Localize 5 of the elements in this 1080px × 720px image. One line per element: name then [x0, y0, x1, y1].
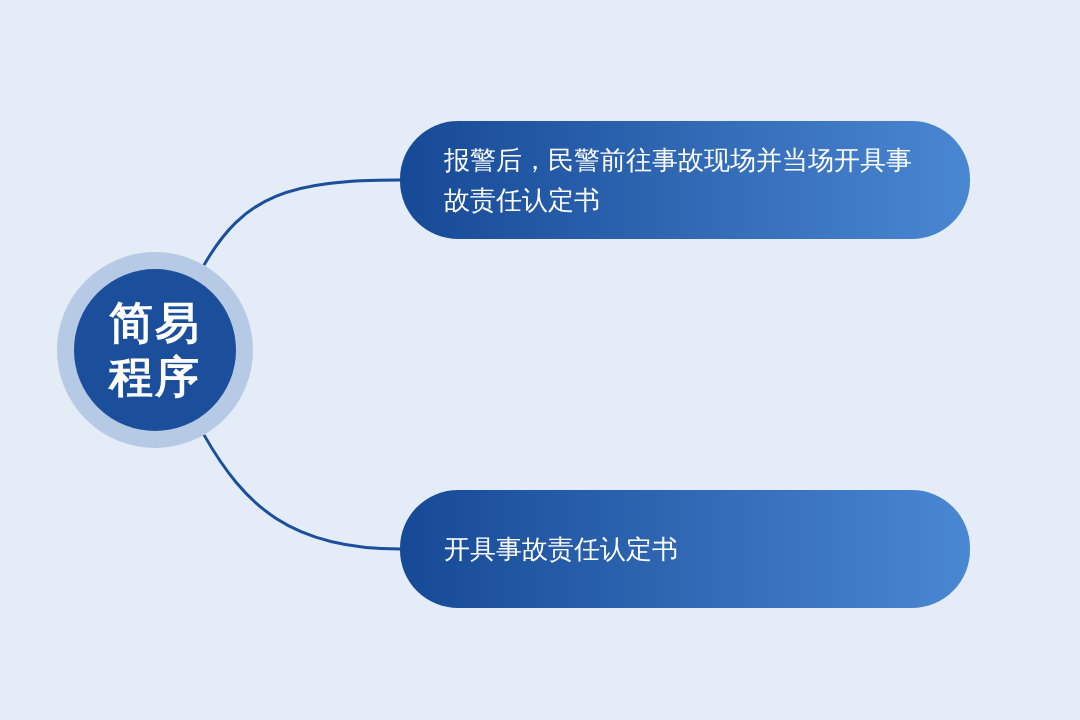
step-text: 开具事故责任认定书: [444, 533, 678, 566]
connector-line: [202, 434, 401, 551]
topic-text: 简易程序: [109, 296, 201, 404]
step-text: 报警后，民警前往事故现场并当场开具事故责任认定书: [444, 144, 913, 217]
connector-line: [202, 178, 401, 266]
